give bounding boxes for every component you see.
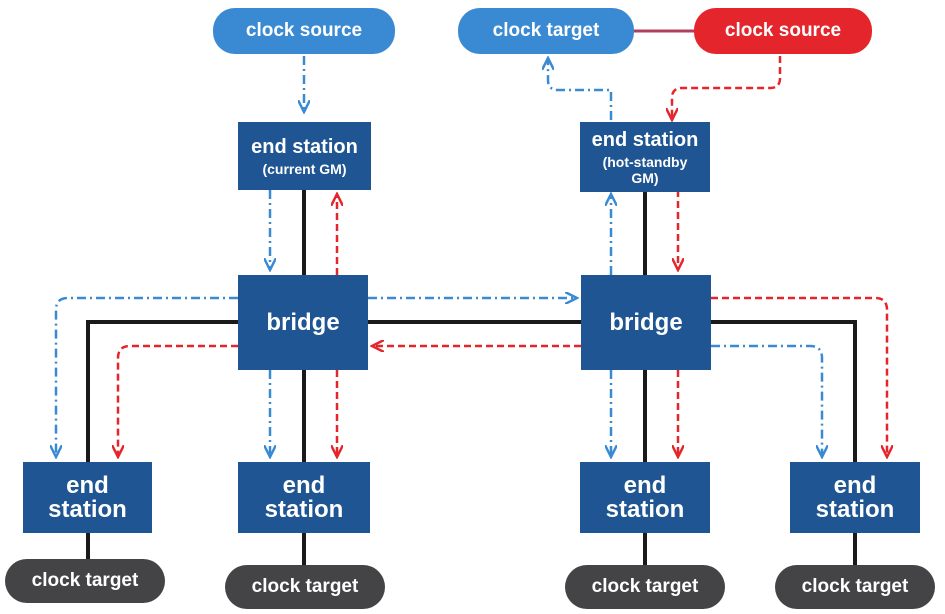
clock-source-right-label: clock source [724, 20, 842, 41]
station-2-line2: station [264, 495, 344, 523]
clock-source-left-label: clock source [245, 20, 363, 41]
bridge-right-label: bridge [609, 308, 683, 336]
bridge-left: bridge [238, 275, 368, 370]
station-1-line1: end [66, 471, 109, 499]
end-station-current-gm: end station (current GM) [238, 122, 371, 190]
red-source-to-gm-right [672, 56, 782, 118]
clock-source-right: clock source [694, 8, 872, 54]
clock-target-3-label: clock target [591, 576, 699, 597]
clock-target-2: clock target [225, 565, 385, 609]
station-3-line1: end [623, 471, 667, 499]
blue-bridge-left-to-station-1 [56, 296, 238, 455]
clock-target-1-label: clock target [31, 570, 139, 591]
red-sync-paths [118, 56, 887, 455]
clock-target-top: clock target [458, 8, 634, 54]
clock-target-4-label: clock target [801, 576, 909, 597]
red-bridge-left-to-station-1 [118, 344, 238, 455]
end-station-4: end station [790, 462, 920, 533]
clock-target-3: clock target [565, 565, 725, 609]
bridge-right: bridge [581, 275, 711, 370]
clock-target-2-label: clock target [251, 576, 359, 597]
station-2-line1: end [282, 471, 326, 499]
gm-right-title: end station [591, 128, 699, 151]
gm-left-title: end station [251, 135, 358, 158]
station-4-line2: station [815, 495, 895, 523]
station-3-line2: station [605, 495, 685, 523]
blue-bridge-right-to-station-4 [711, 344, 822, 455]
end-station-2: end station [238, 462, 370, 533]
physical-links [86, 190, 857, 565]
clock-source-left: clock source [213, 8, 395, 54]
link-bridge-left-station-1 [86, 320, 238, 462]
blue-sync-paths [56, 56, 822, 455]
bridge-left-label: bridge [266, 308, 340, 336]
gm-right-subtitle: (hot-standby GM) [602, 153, 688, 186]
clock-target-top-label: clock target [492, 20, 600, 41]
blue-gm-right-to-target [548, 60, 613, 120]
clock-target-4: clock target [775, 565, 935, 609]
link-bridge-right-station-4 [711, 320, 857, 462]
end-station-3: end station [580, 462, 710, 533]
station-1-line2: station [48, 495, 127, 523]
gm-left-subtitle: (current GM) [262, 160, 347, 177]
clock-target-1: clock target [5, 559, 165, 603]
end-station-1: end station [23, 462, 152, 533]
end-station-hot-standby-gm: end station (hot-standby GM) [580, 122, 710, 192]
station-4-line1: end [833, 471, 877, 499]
